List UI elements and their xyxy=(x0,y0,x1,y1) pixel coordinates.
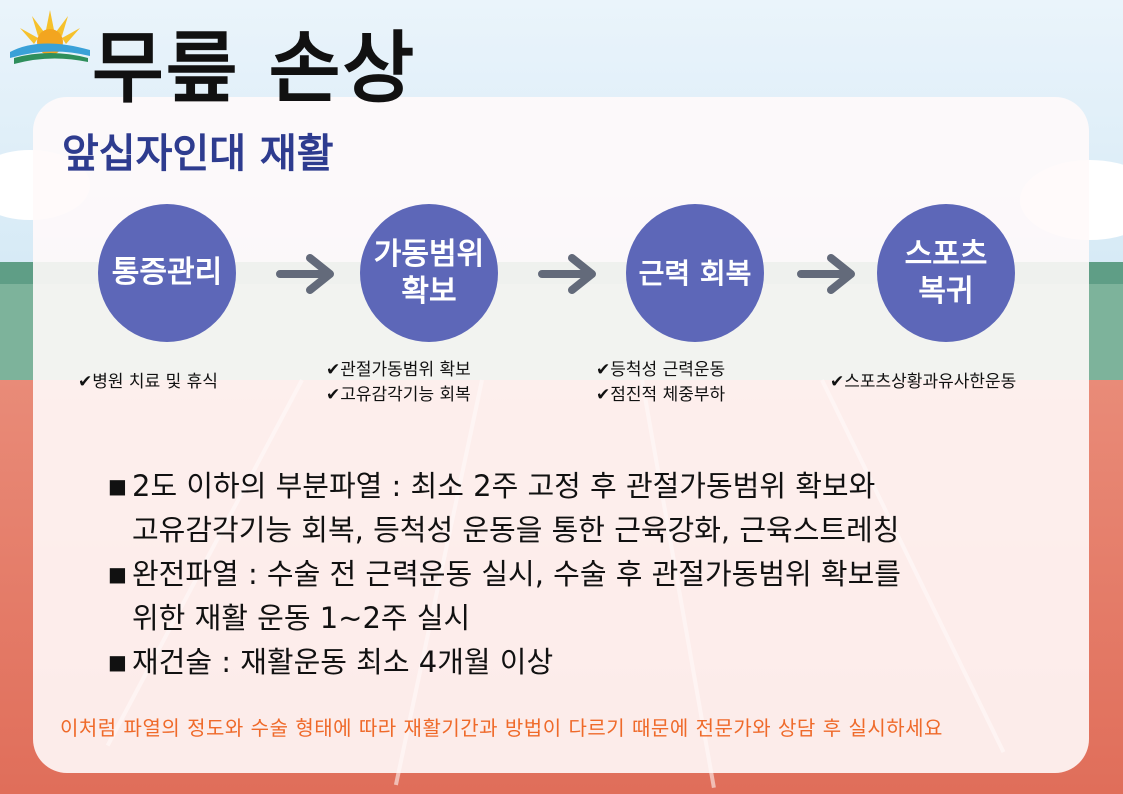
step-note: ✔등척성 근력운동 xyxy=(596,360,726,380)
square-bullet-icon: ■ xyxy=(108,562,127,586)
page-title: 무릎 손상 xyxy=(92,24,417,114)
page-subtitle: 앞십자인대 재활 xyxy=(62,131,334,177)
step-note: ✔병원 치료 및 휴식 xyxy=(78,372,218,392)
step-circle-sports-return: 스포츠 복귀 xyxy=(877,204,1015,342)
step-note: ✔스포츠상황과유사한운동 xyxy=(830,372,1017,392)
bullet-text: 완전파열 : 수술 전 근력운동 실시, 수술 후 관절가동범위 확보를 xyxy=(132,557,901,591)
step-note-group: ✔등척성 근력운동 ✔점진적 체중부하 xyxy=(596,358,725,407)
step-circle-range-of-motion: 가동범위 확보 xyxy=(360,204,498,342)
right-arrow-icon xyxy=(276,254,334,294)
step-note: ✔점진적 체중부하 xyxy=(596,384,726,405)
bullet-item: ■ 완전파열 : 수술 전 근력운동 실시, 수술 후 관절가동범위 확보를 xyxy=(108,552,1068,596)
step-note-group: ✔병원 치료 및 휴식 xyxy=(78,370,218,395)
step-circle-strength-recovery: 근력 회복 xyxy=(626,204,764,342)
content-panel xyxy=(33,97,1089,773)
rehab-bullet-list: ■ 2도 이하의 부분파열 : 최소 2주 고정 후 관절가동범위 확보와 고유… xyxy=(108,464,1068,684)
step-note-group: ✔스포츠상황과유사한운동 xyxy=(830,370,1016,395)
square-bullet-icon: ■ xyxy=(108,474,127,498)
sun-mountain-logo-icon xyxy=(10,10,90,64)
bullet-item: ■ 2도 이하의 부분파열 : 최소 2주 고정 후 관절가동범위 확보와 xyxy=(108,464,1068,508)
footer-note: 이처럼 파열의 정도와 수술 형태에 따라 재활기간과 방법이 다르기 때문에 … xyxy=(60,716,943,740)
step-note: ✔고유감각기능 회복 xyxy=(326,384,471,405)
bullet-continuation: 위한 재활 운동 1~2주 실시 xyxy=(132,601,471,635)
square-bullet-icon: ■ xyxy=(108,650,127,674)
right-arrow-icon xyxy=(538,254,596,294)
step-note: ✔관절가동범위 확보 xyxy=(326,360,471,380)
bullet-item: ■ 재건술 : 재활운동 최소 4개월 이상 xyxy=(108,640,1068,684)
bullet-text: 2도 이하의 부분파열 : 최소 2주 고정 후 관절가동범위 확보와 xyxy=(132,469,876,503)
bullet-text: 재건술 : 재활운동 최소 4개월 이상 xyxy=(132,645,554,679)
right-arrow-icon xyxy=(797,254,855,294)
step-note-group: ✔관절가동범위 확보 ✔고유감각기능 회복 xyxy=(326,358,471,407)
step-circle-pain-management: 통증관리 xyxy=(98,204,236,342)
bullet-continuation: 고유감각기능 회복, 등척성 운동을 통한 근육강화, 근육스트레칭 xyxy=(132,513,900,547)
